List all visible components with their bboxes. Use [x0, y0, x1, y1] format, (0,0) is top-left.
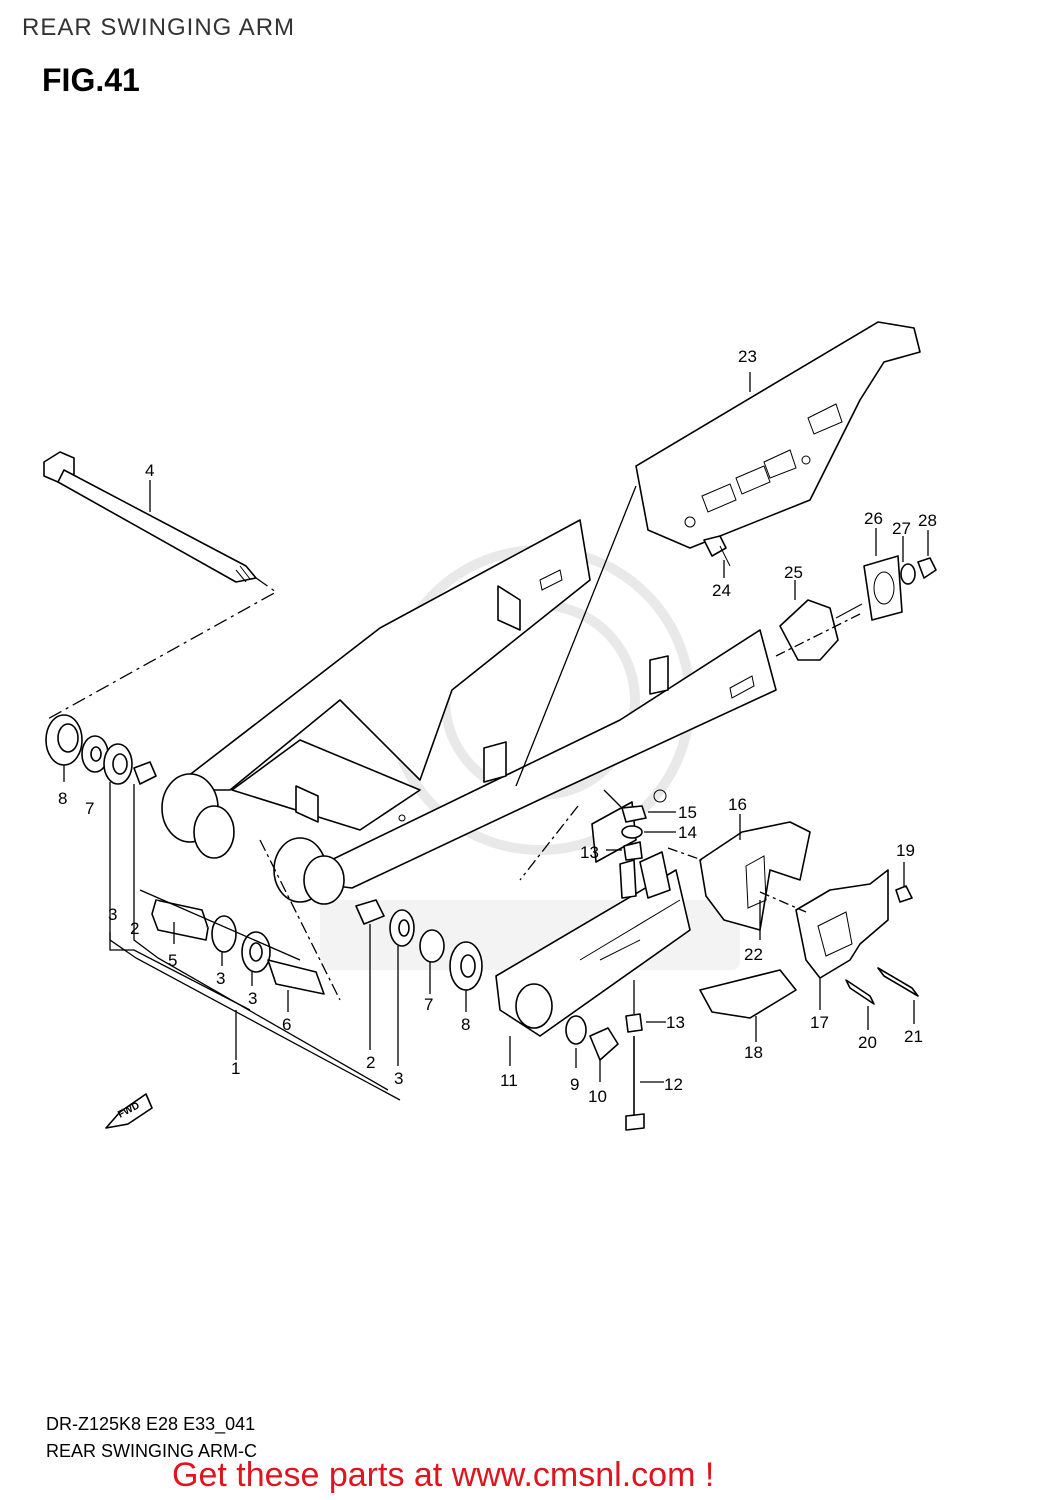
callout-3[interactable]: 3 — [394, 1069, 403, 1088]
part-chain-guide-pad[interactable] — [699, 969, 797, 1019]
callout-1[interactable]: 1 — [231, 1059, 240, 1078]
part-nut-15[interactable] — [621, 805, 647, 823]
callout-28[interactable]: 28 — [918, 511, 937, 530]
diagram-model-code: DR-Z125K8 E28 E33_041 — [46, 1414, 256, 1434]
part-adjuster-nut[interactable] — [917, 557, 937, 579]
callout-18[interactable]: 18 — [744, 1043, 763, 1062]
callout-13[interactable]: 13 — [666, 1013, 685, 1032]
callout-14[interactable]: 14 — [678, 823, 697, 842]
callout-4[interactable]: 4 — [145, 461, 154, 480]
part-swinging-arm[interactable] — [161, 519, 777, 905]
figure-number: FIG.41 — [42, 62, 140, 98]
part-bolt-20[interactable] — [845, 979, 875, 1005]
part-bolt-19[interactable] — [895, 885, 913, 903]
part-nut-10[interactable] — [589, 1027, 619, 1061]
part-spacer-13-bottom[interactable] — [625, 1013, 643, 1033]
callout-5[interactable]: 5 — [168, 951, 177, 970]
page-title: REAR SWINGING ARM — [22, 14, 296, 41]
callout-2[interactable]: 2 — [366, 1053, 375, 1072]
part-spacer-short[interactable] — [267, 959, 325, 995]
callout-13[interactable]: 13 — [580, 843, 599, 862]
callout-21[interactable]: 21 — [904, 1027, 923, 1046]
part-left-bearing[interactable] — [103, 743, 133, 785]
part-sprocket-guard[interactable] — [795, 869, 889, 979]
callout-8[interactable]: 8 — [461, 1015, 470, 1034]
callout-6[interactable]: 6 — [282, 1015, 291, 1034]
callout-24[interactable]: 24 — [712, 581, 731, 600]
part-bolt-12[interactable] — [625, 1036, 645, 1131]
part-right-washer[interactable] — [419, 929, 445, 963]
callout-20[interactable]: 20 — [858, 1033, 877, 1052]
callout-26[interactable]: 26 — [864, 509, 883, 528]
part-right-bearing-c[interactable] — [389, 909, 415, 947]
part-slider-roller-bolt[interactable] — [619, 851, 671, 899]
callout-3[interactable]: 3 — [108, 905, 117, 924]
part-adjuster-washer[interactable] — [900, 563, 916, 585]
part-right-bush[interactable] — [355, 899, 385, 925]
part-spacer-13-top[interactable] — [623, 841, 643, 861]
part-right-bearing-b[interactable] — [241, 931, 271, 973]
part-washer-14[interactable] — [621, 825, 643, 839]
callout-2[interactable]: 2 — [130, 919, 139, 938]
diagram-name: REAR SWINGING ARM-C — [46, 1441, 258, 1461]
part-chain-adjuster[interactable] — [779, 599, 863, 661]
callout-16[interactable]: 16 — [728, 795, 747, 814]
part-pivot-bolt[interactable] — [43, 451, 257, 583]
callout-27[interactable]: 27 — [892, 519, 911, 538]
part-left-bush[interactable] — [133, 761, 157, 785]
part-sprocket-guard-bracket[interactable] — [699, 821, 811, 931]
part-spacer-long[interactable] — [151, 899, 209, 941]
callout-17[interactable]: 17 — [810, 1013, 829, 1032]
callout-7[interactable]: 7 — [424, 995, 433, 1014]
part-right-dust-seal[interactable] — [449, 941, 483, 991]
callout-12[interactable]: 12 — [664, 1075, 683, 1094]
promo-link[interactable]: Get these parts at www.cmsnl.com ! — [172, 1456, 715, 1494]
callout-10[interactable]: 10 — [588, 1087, 607, 1106]
part-left-dust-seal[interactable] — [45, 714, 83, 766]
callout-25[interactable]: 25 — [784, 563, 803, 582]
callout-22[interactable]: 22 — [744, 945, 763, 964]
part-washer-9[interactable] — [565, 1015, 587, 1045]
callout-3[interactable]: 3 — [248, 989, 257, 1008]
fwd-arrow-icon: FWD — [105, 1093, 153, 1129]
callout-9[interactable]: 9 — [570, 1075, 579, 1094]
callout-8[interactable]: 8 — [58, 789, 67, 808]
callout-11[interactable]: 11 — [500, 1071, 518, 1090]
callout-3[interactable]: 3 — [216, 969, 225, 988]
callout-19[interactable]: 19 — [896, 841, 915, 860]
part-right-bearing-a[interactable] — [211, 915, 237, 953]
part-chain-case-bolt[interactable] — [703, 535, 731, 567]
callout-23[interactable]: 23 — [738, 347, 757, 366]
part-chain-case[interactable] — [635, 321, 921, 549]
part-bolt-21[interactable] — [877, 967, 919, 997]
callout-15[interactable]: 15 — [678, 803, 697, 822]
part-adjuster-plate[interactable] — [863, 555, 903, 621]
callout-7[interactable]: 7 — [85, 799, 94, 818]
